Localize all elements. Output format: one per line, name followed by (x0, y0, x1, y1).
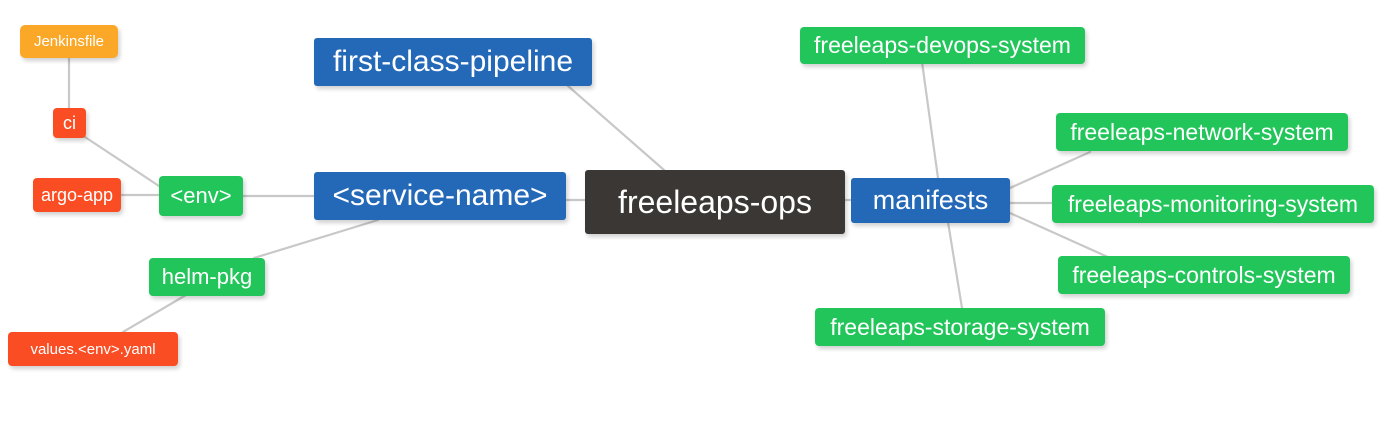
node-root-freeleaps-ops[interactable]: freeleaps-ops (585, 170, 845, 234)
node-label: <service-name> (332, 179, 548, 212)
node-label: freeleaps-ops (618, 184, 812, 220)
node-freeleaps-storage-system[interactable]: freeleaps-storage-system (815, 308, 1105, 346)
node-freeleaps-network-system[interactable]: freeleaps-network-system (1056, 113, 1348, 151)
edge-values-helmpkg (121, 293, 188, 334)
node-label: freeleaps-devops-system (814, 32, 1071, 58)
node-argo-app[interactable]: argo-app (33, 178, 121, 212)
node-service-name[interactable]: <service-name> (314, 172, 566, 220)
node-label: Jenkinsfile (33, 33, 105, 50)
edge-manifests-network (1008, 150, 1092, 190)
node-freeleaps-devops-system[interactable]: freeleaps-devops-system (800, 27, 1085, 64)
edge-firstclass-root (566, 84, 666, 172)
node-freeleaps-monitoring-system[interactable]: freeleaps-monitoring-system (1052, 185, 1374, 223)
node-label: first-class-pipeline (332, 45, 574, 78)
node-label: freeleaps-controls-system (1072, 261, 1336, 288)
node-label: manifests (872, 185, 989, 215)
node-label: helm-pkg (161, 264, 253, 289)
edge-manifests-storage (946, 220, 964, 310)
node-ci[interactable]: ci (53, 108, 86, 138)
node-first-class-pipeline[interactable]: first-class-pipeline (314, 38, 592, 86)
edge-helmpkg-servicename (252, 218, 380, 260)
node-freeleaps-controls-system[interactable]: freeleaps-controls-system (1058, 256, 1350, 294)
node-label: <env> (170, 183, 232, 208)
node-label: freeleaps-network-system (1070, 118, 1334, 145)
edge-manifests-devops (920, 60, 940, 180)
node-helm-pkg[interactable]: helm-pkg (149, 258, 265, 296)
node-label: ci (63, 113, 76, 133)
node-label: values.<env>.yaml (30, 340, 156, 358)
node-label: freeleaps-storage-system (830, 313, 1090, 340)
node-values-yaml[interactable]: values.<env>.yaml (8, 332, 178, 366)
node-jenkinsfile[interactable]: Jenkinsfile (20, 25, 118, 58)
node-label: argo-app (40, 185, 114, 205)
node-env[interactable]: <env> (159, 176, 243, 216)
node-label: freeleaps-monitoring-system (1067, 190, 1359, 217)
node-manifests[interactable]: manifests (851, 178, 1010, 223)
